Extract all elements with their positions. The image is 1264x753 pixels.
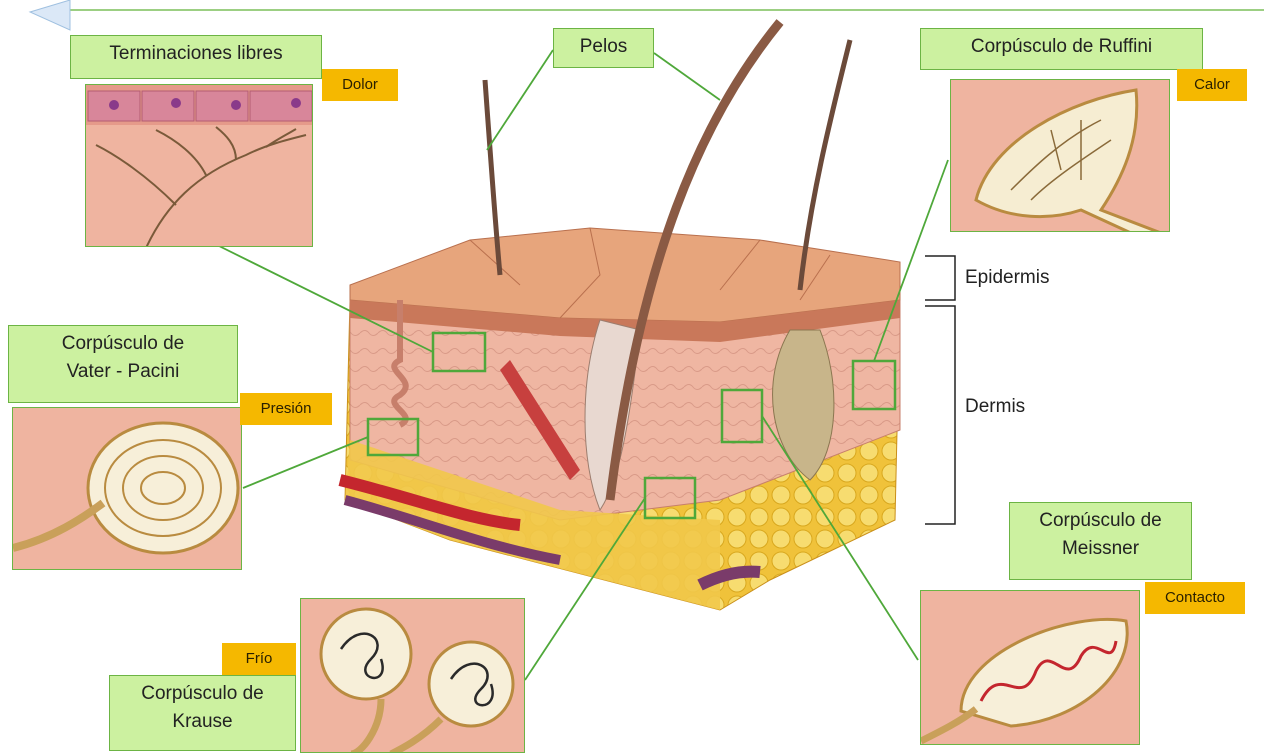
layer-brackets <box>925 256 955 524</box>
label-pacini-line2: Vater - Pacini <box>17 358 229 386</box>
label-meissner-line2: Meissner <box>1018 535 1183 563</box>
panel-ruffini <box>950 79 1170 232</box>
label-krause-line2: Krause <box>118 708 287 736</box>
label-krause-line1: Corpúsculo de <box>118 680 287 708</box>
panel-krause <box>300 598 525 753</box>
label-epidermis: Epidermis <box>965 267 1049 289</box>
label-meissner-line1: Corpúsculo de <box>1018 507 1183 535</box>
panel-free-endings <box>85 84 313 247</box>
label-krause: Corpúsculo de Krause <box>109 675 296 751</box>
tag-contact: Contacto <box>1145 582 1245 614</box>
panel-meissner <box>920 590 1140 745</box>
corner-logo <box>30 0 70 30</box>
tag-pain: Dolor <box>322 69 398 101</box>
label-meissner: Corpúsculo de Meissner <box>1009 502 1192 580</box>
label-free-endings: Terminaciones libres <box>70 35 322 79</box>
label-hairs: Pelos <box>553 28 654 68</box>
label-dermis: Dermis <box>965 396 1025 418</box>
label-ruffini: Corpúsculo de Ruffini <box>920 28 1203 70</box>
tag-cold: Frío <box>222 643 296 675</box>
label-pacini-line1: Corpúsculo de <box>17 330 229 358</box>
tag-pressure: Presión <box>240 393 332 425</box>
label-pacini: Corpúsculo de Vater - Pacini <box>8 325 238 403</box>
tag-heat: Calor <box>1177 69 1247 101</box>
panel-pacini <box>12 407 242 570</box>
